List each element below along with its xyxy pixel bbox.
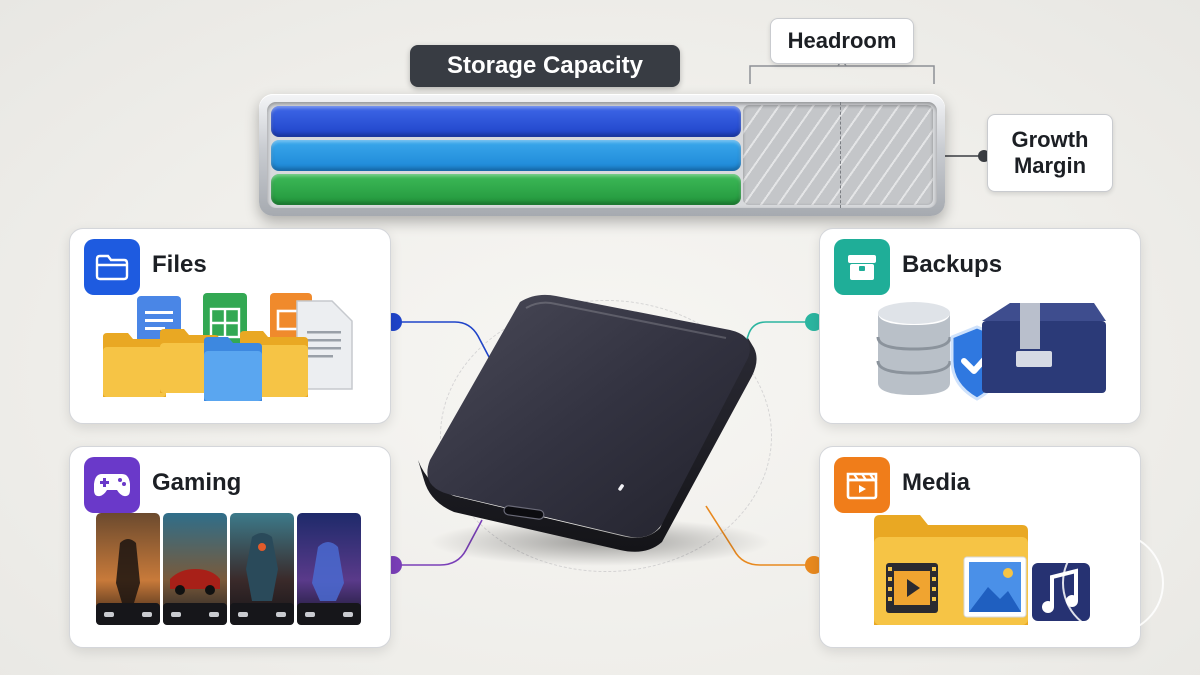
watermark-circle-icon	[1062, 532, 1164, 634]
capacity-segment-light-blue	[271, 140, 741, 171]
drive-led	[618, 484, 624, 491]
storage-box-icon	[982, 303, 1106, 393]
external-drive-icon	[418, 294, 770, 566]
backups-title: Backups	[902, 251, 1003, 278]
gaming-card: Gaming	[69, 446, 391, 648]
folder-icon	[84, 239, 140, 295]
headroom-zone	[743, 105, 933, 205]
archive-box-icon	[834, 239, 890, 295]
game-cover-space	[297, 513, 361, 625]
database-icon	[876, 302, 952, 395]
gamepad-icon	[84, 457, 140, 513]
game-cover-car	[163, 513, 227, 625]
image-photo-icon	[963, 556, 1027, 618]
video-film-icon	[886, 563, 938, 613]
files-title: Files	[152, 251, 207, 278]
files-connector	[393, 321, 501, 379]
media-connector-dot	[805, 556, 823, 574]
music-note-icon	[1032, 563, 1090, 621]
media-title: Media	[902, 469, 971, 496]
backups-connector	[741, 321, 814, 353]
clapperboard-icon	[834, 457, 890, 513]
capacity-segment-green	[271, 174, 741, 205]
media-illustration	[874, 515, 1090, 625]
backups-illustration	[876, 302, 1106, 401]
growth-label-line2: Margin	[1013, 153, 1087, 178]
capacity-segment-blue	[271, 106, 741, 137]
backups-card: Backups	[819, 228, 1141, 424]
headroom-bracket	[749, 65, 935, 84]
folder-blue-icon	[204, 337, 262, 401]
media-card: Media	[819, 446, 1141, 648]
gaming-title: Gaming	[152, 469, 242, 496]
game-covers	[96, 513, 361, 625]
storage-capacity-title: Storage Capacity	[410, 45, 680, 87]
backups-connector-dot	[805, 313, 823, 331]
game-cover-warrior	[96, 513, 160, 625]
capacity-bar	[267, 102, 937, 208]
files-card: Files	[69, 228, 391, 424]
drive-halo	[440, 300, 772, 572]
headroom-label: Headroom	[770, 18, 914, 64]
game-cover-robot	[230, 513, 294, 625]
folder-yellow-left-icon	[103, 333, 166, 397]
usb-c-port	[503, 505, 545, 520]
files-illustration	[103, 293, 353, 401]
growth-label-line1: Growth	[1011, 127, 1089, 152]
headroom-divider	[840, 102, 841, 208]
cover-footer-icons	[104, 612, 353, 617]
